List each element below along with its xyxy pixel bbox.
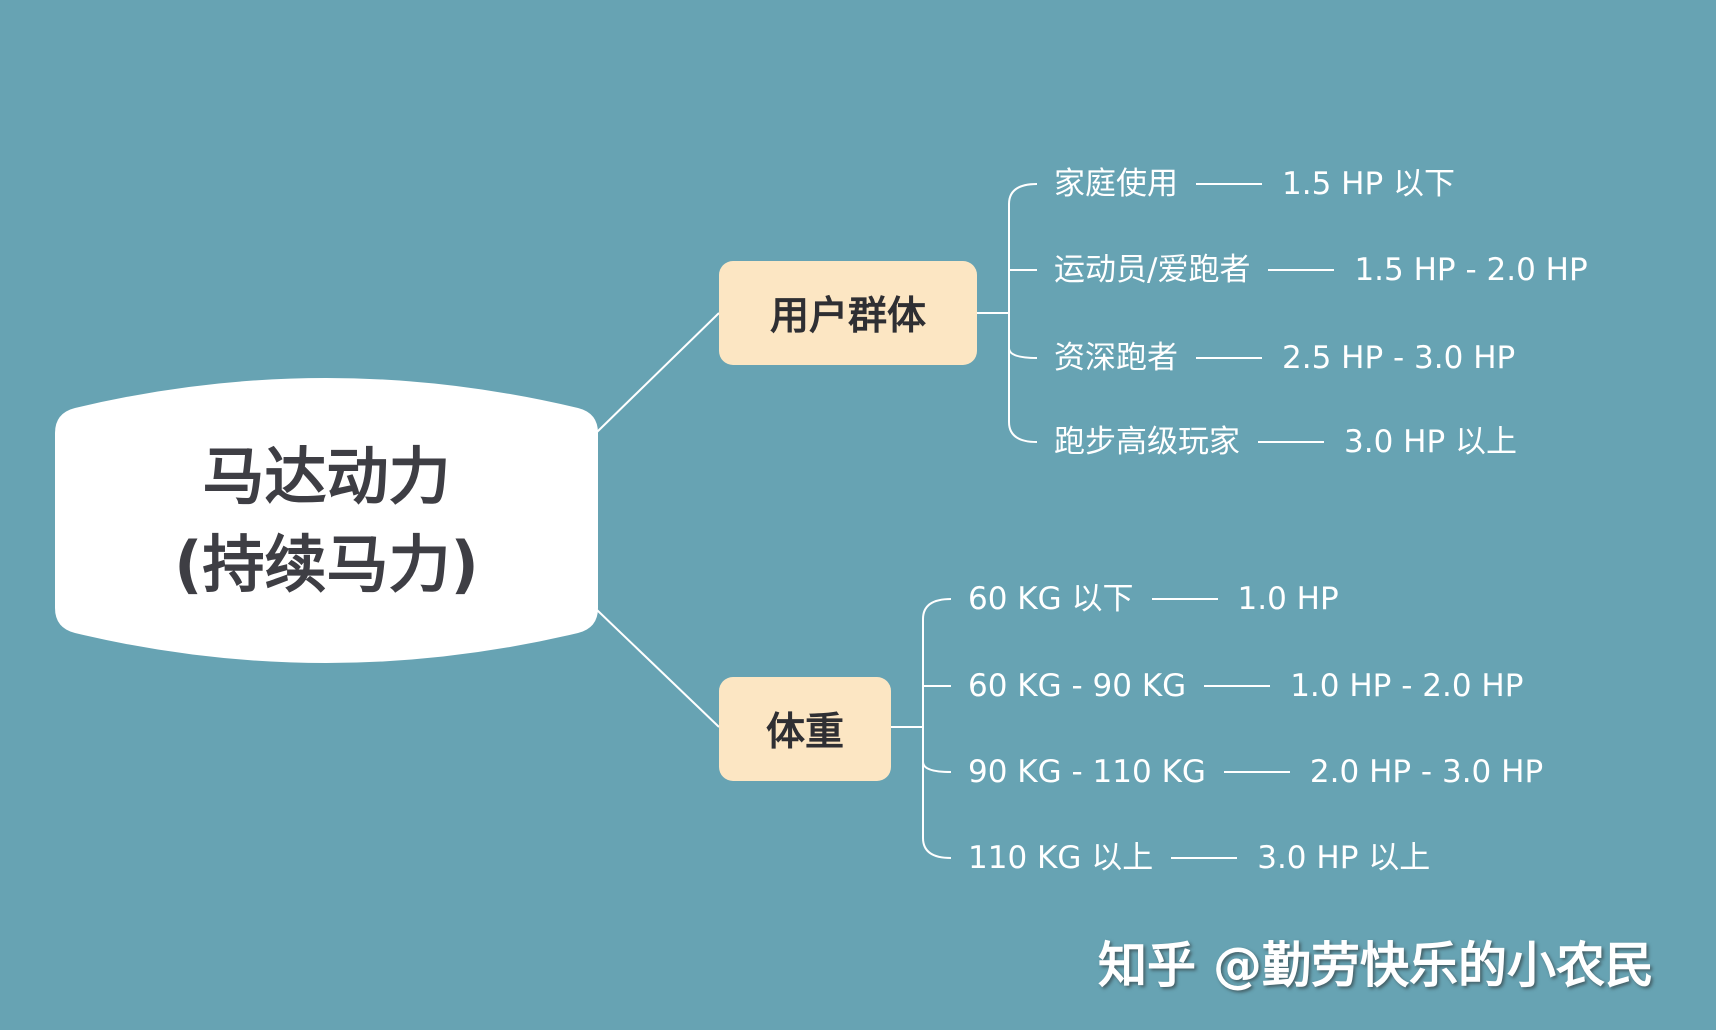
leaf-label: 90 KG - 110 KG [968, 754, 1206, 790]
leaf-connector [1151, 598, 1218, 600]
leaf-value: 1.0 HP [1237, 581, 1339, 617]
leaf-value: 3.0 HP 以上 [1257, 840, 1431, 876]
leaf-connector [1268, 269, 1335, 271]
watermark-text: 知乎 @勤劳快乐的小农民 [1098, 937, 1655, 994]
leaf-label: 60 KG - 90 KG [968, 668, 1187, 704]
leaf-value: 1.0 HP - 2.0 HP [1290, 668, 1524, 704]
connector-users-bracket [1008, 183, 1038, 443]
leaf-label: 资深跑者 [1054, 340, 1178, 376]
leaf-item: 110 KG 以上 3.0 HP 以上 [968, 836, 1430, 880]
root-node: 马达动力 (持续马力) [55, 378, 598, 663]
leaf-connector [1171, 857, 1238, 859]
leaf-label: 60 KG 以下 [968, 581, 1134, 617]
leaf-value: 3.0 HP 以上 [1344, 424, 1518, 460]
leaf-connector [1258, 441, 1324, 443]
leaf-connector [1223, 771, 1290, 773]
connector-weight-bracket [922, 598, 952, 859]
leaf-item: 90 KG - 110 KG 2.0 HP - 3.0 HP [968, 750, 1543, 794]
leaf-value: 2.5 HP - 3.0 HP [1282, 340, 1516, 376]
connector-users-item-3 [1008, 347, 1038, 359]
leaf-value: 1.5 HP - 2.0 HP [1354, 252, 1588, 288]
branch-label: 体重 [765, 710, 844, 755]
leaf-connector [1196, 183, 1262, 185]
leaf-item: 60 KG - 90 KG 1.0 HP - 2.0 HP [968, 664, 1523, 708]
leaf-item: 跑步高级玩家 3.0 HP 以上 [1054, 420, 1517, 464]
branch-label: 用户群体 [769, 294, 926, 339]
connector-weight-item-3 [922, 761, 952, 773]
branch-node-user-groups: 用户群体 [719, 261, 977, 365]
leaf-value: 1.5 HP 以下 [1282, 166, 1456, 202]
root-node-shape [55, 378, 598, 663]
leaf-label: 运动员/爱跑者 [1054, 252, 1251, 288]
leaf-connector [1204, 685, 1271, 687]
connector-root-weight [596, 609, 720, 728]
leaf-item: 运动员/爱跑者 1.5 HP - 2.0 HP [1054, 248, 1588, 292]
connector-root-users [596, 312, 720, 433]
leaf-label: 跑步高级玩家 [1054, 424, 1240, 460]
root-subtitle: (持续马力) [174, 527, 479, 601]
leaf-label: 110 KG 以上 [968, 840, 1154, 876]
leaf-item: 资深跑者 2.5 HP - 3.0 HP [1054, 336, 1515, 380]
leaf-label: 家庭使用 [1054, 166, 1178, 202]
branch-node-body-weight: 体重 [719, 677, 891, 781]
leaf-item: 60 KG 以下 1.0 HP [968, 577, 1339, 621]
leaf-connector [1196, 357, 1262, 359]
root-title: 马达动力 [202, 439, 451, 513]
leaf-item: 家庭使用 1.5 HP 以下 [1054, 162, 1455, 206]
root-node-text: 马达动力 (持续马力) [55, 378, 598, 663]
leaf-value: 2.0 HP - 3.0 HP [1309, 754, 1544, 790]
